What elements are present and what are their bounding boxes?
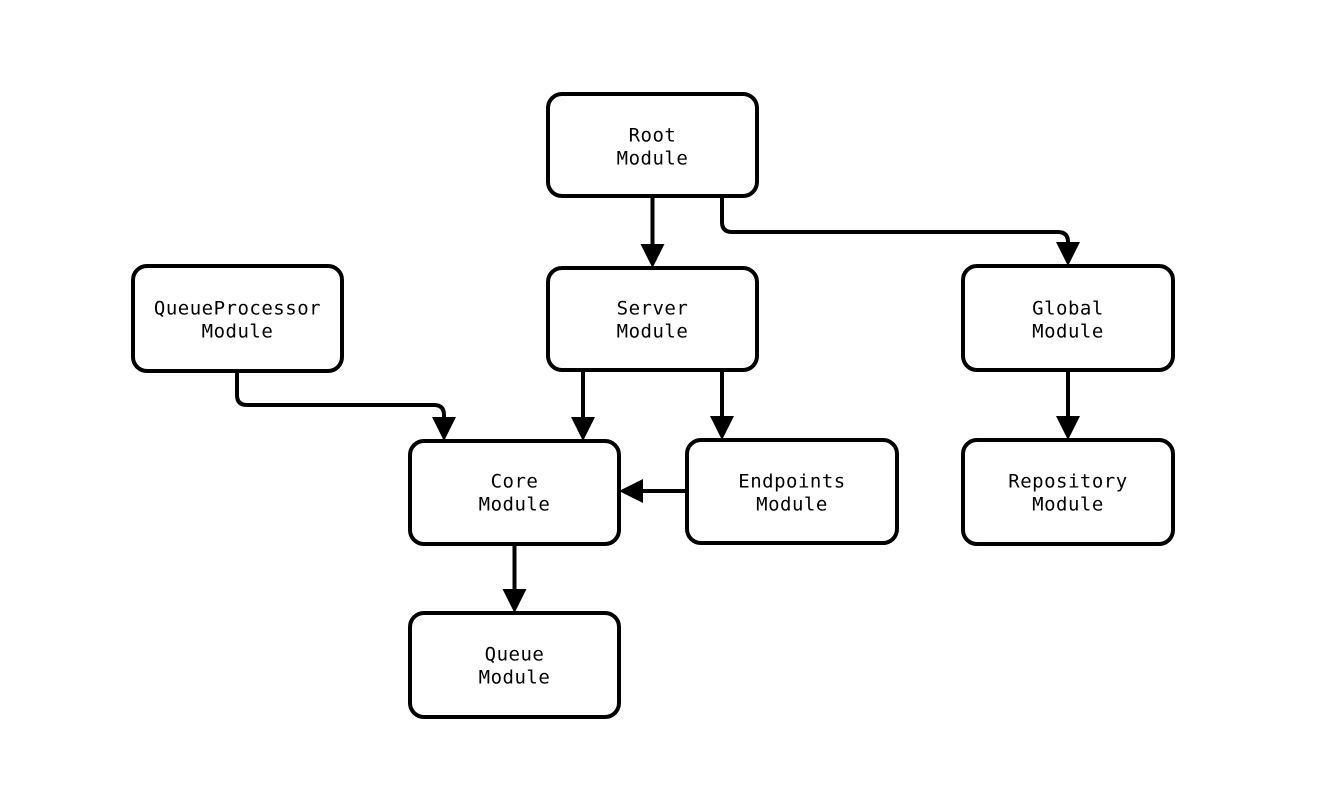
node-server-module-label-line2: Module — [617, 321, 689, 343]
node-queueprocessor-module-label-line2: Module — [202, 321, 274, 343]
node-core-module-label-line2: Module — [479, 494, 551, 516]
node-global-module[interactable]: Global Module — [961, 264, 1175, 372]
edge-core-to-queue — [502, 544, 527, 613]
node-server-module-box[interactable] — [546, 266, 759, 372]
node-queue-module[interactable]: Queue Module — [408, 611, 621, 719]
node-queue-module-label-line2: Module — [479, 667, 551, 689]
node-global-module-label-line1: Global — [1032, 298, 1104, 320]
edge-root-to-global — [720, 196, 1080, 266]
node-root-module[interactable]: Root Module — [546, 92, 759, 198]
node-repository-module-box[interactable] — [961, 438, 1175, 546]
node-server-module-label-line1: Server — [617, 298, 689, 320]
node-root-module-label-line2: Module — [617, 148, 689, 170]
node-queueprocessor-module-label-line1: QueueProcessor — [154, 298, 321, 320]
edge-global-to-repository — [1056, 370, 1080, 440]
node-endpoints-module[interactable]: Endpoints Module — [685, 438, 899, 545]
node-core-module-label-line1: Core — [491, 471, 539, 493]
node-server-module[interactable]: Server Module — [546, 266, 759, 372]
node-core-module[interactable]: Core Module — [408, 439, 621, 546]
edge-queueprocessor-to-core — [235, 371, 456, 441]
edge-root-to-server — [640, 196, 665, 268]
node-root-module-label-line1: Root — [629, 125, 677, 147]
node-queue-module-label-line1: Queue — [485, 644, 545, 666]
edge-endpoints-to-core — [619, 479, 687, 503]
node-global-module-label-line2: Module — [1032, 321, 1104, 343]
node-global-module-box[interactable] — [961, 264, 1175, 372]
node-endpoints-module-box[interactable] — [685, 438, 899, 545]
edge-server-to-endpoints — [710, 370, 734, 440]
node-root-module-box[interactable] — [546, 92, 759, 198]
node-repository-module-label-line2: Module — [1032, 494, 1104, 516]
nodes-layer: Root Module QueueProcessor Module Server… — [131, 92, 1175, 719]
node-queueprocessor-module[interactable]: QueueProcessor Module — [131, 264, 344, 373]
node-queueprocessor-module-box[interactable] — [131, 264, 344, 373]
node-endpoints-module-label-line1: Endpoints — [738, 471, 845, 493]
node-repository-module-label-line1: Repository — [1008, 471, 1127, 493]
node-repository-module[interactable]: Repository Module — [961, 438, 1175, 546]
node-endpoints-module-label-line2: Module — [756, 494, 828, 516]
edges-layer — [235, 196, 1080, 613]
node-queue-module-box[interactable] — [408, 611, 621, 719]
edge-server-to-core — [571, 370, 595, 441]
node-core-module-box[interactable] — [408, 439, 621, 546]
